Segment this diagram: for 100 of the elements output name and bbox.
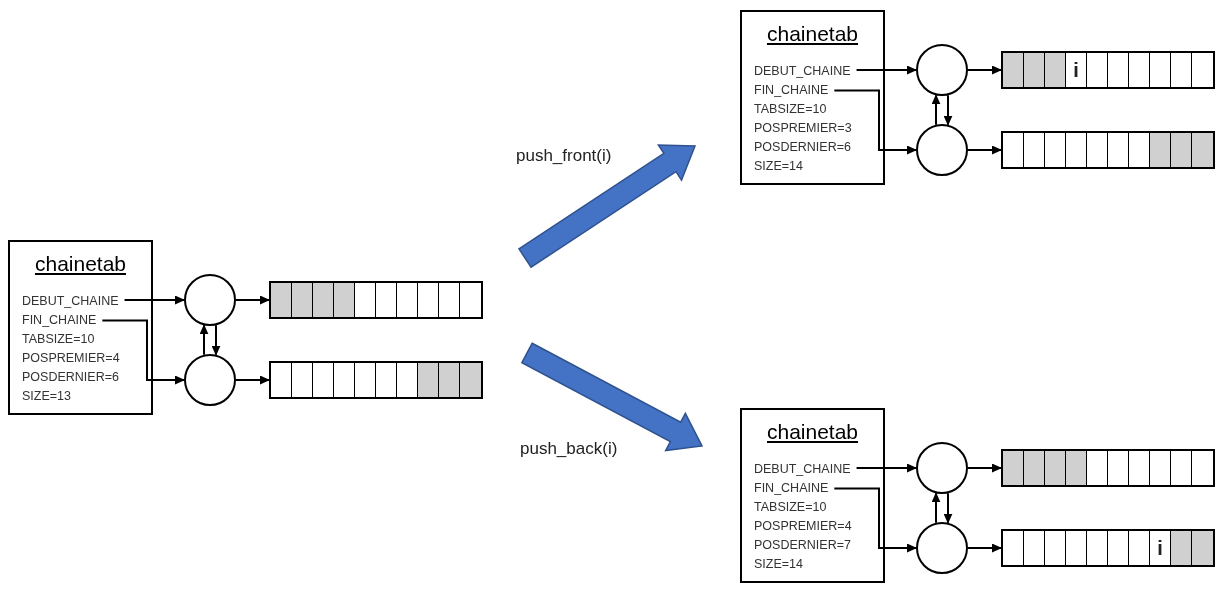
arrow [931,94,941,126]
array-bar [1001,449,1215,487]
field-text: POSDERNIER=6 [754,139,851,156]
struct-box [740,408,885,583]
array-cell [417,281,438,319]
array-cell [1191,51,1215,89]
field-text: DEBUT_CHAINE [22,292,119,311]
array-cell [1023,51,1044,89]
array-cell: i [1065,51,1086,89]
array-cell [1107,449,1128,487]
arrow [235,375,270,385]
array-cell [438,361,459,399]
array-cell [1170,449,1191,487]
array-cell [438,281,459,319]
array-cell [1107,131,1128,169]
array-cell [1001,529,1023,567]
arrow [967,65,1002,75]
array-cell [1128,51,1149,89]
arrow [123,295,185,305]
arrow [101,319,185,385]
operation-label: push_back(i) [520,438,618,460]
array-cell [1191,131,1215,169]
field-text: SIZE=14 [754,158,803,175]
array-cell [269,281,291,319]
array-cell [1023,131,1044,169]
arrow [199,324,209,356]
array-cell [1128,529,1149,567]
array-cell [396,361,417,399]
array-cell [1065,529,1086,567]
array-cell [1170,51,1191,89]
field-text: POSDERNIER=7 [754,537,851,554]
field-text: TABSIZE=10 [754,101,827,118]
field-text: SIZE=13 [22,388,71,405]
array-cell [333,361,354,399]
array-cell [1023,449,1044,487]
array-cell [1001,51,1023,89]
array-cell [291,281,312,319]
array-cell [375,361,396,399]
array-cell [333,281,354,319]
field-text: POSDERNIER=6 [22,369,119,386]
array-cell [312,361,333,399]
array-cell [1128,131,1149,169]
array-cell [1086,131,1107,169]
struct-title: chainetab [34,251,127,277]
struct-box [740,10,885,185]
field-text: FIN_CHAINE [22,311,97,330]
field-text: TABSIZE=10 [22,331,95,348]
struct-title: chainetab [766,419,859,445]
array-cell [291,361,312,399]
array-cell: i [1149,529,1170,567]
field-text: SIZE=14 [754,556,803,573]
array-cell [1044,449,1065,487]
array-cell [396,281,417,319]
arrow [967,543,1002,553]
array-cell [1044,529,1065,567]
arrow [943,94,953,126]
array-cell [1086,529,1107,567]
struct-box [8,240,153,415]
arrow [211,324,221,356]
array-bar [1001,51,1215,89]
array-cell [1107,51,1128,89]
array-cell [417,361,438,399]
array-cell [1065,449,1086,487]
array-cell [1149,51,1170,89]
array-cell [1170,131,1191,169]
arrow [833,89,917,155]
field-text: FIN_CHAINE [754,81,829,100]
array-cell [1001,131,1023,169]
arrow [855,463,917,473]
array-cell [1191,529,1215,567]
array-bar [269,361,483,399]
array-cell [459,281,483,319]
field-text: POSPREMIER=4 [22,350,120,367]
array-cell [1044,51,1065,89]
array-cell [1086,51,1107,89]
arrow [967,145,1002,155]
array-bar [1001,131,1215,169]
array-cell [1001,449,1023,487]
field-text: POSPREMIER=3 [754,120,852,137]
array-cell [1170,529,1191,567]
field-text: FIN_CHAINE [754,479,829,498]
array-cell [354,361,375,399]
array-cell [1065,131,1086,169]
arrow [833,487,917,553]
array-cell [354,281,375,319]
array-cell [375,281,396,319]
operation-label: push_front(i) [516,145,612,167]
arrow [943,492,953,524]
array-cell [1128,449,1149,487]
array-cell [1191,449,1215,487]
array-bar [269,281,483,319]
field-text: TABSIZE=10 [754,499,827,516]
array-cell [459,361,483,399]
field-text: DEBUT_CHAINE [754,62,851,81]
field-text: POSPREMIER=4 [754,518,852,535]
array-cell [1023,529,1044,567]
array-cell [1086,449,1107,487]
array-cell [312,281,333,319]
arrow [855,65,917,75]
array-cell [1149,449,1170,487]
